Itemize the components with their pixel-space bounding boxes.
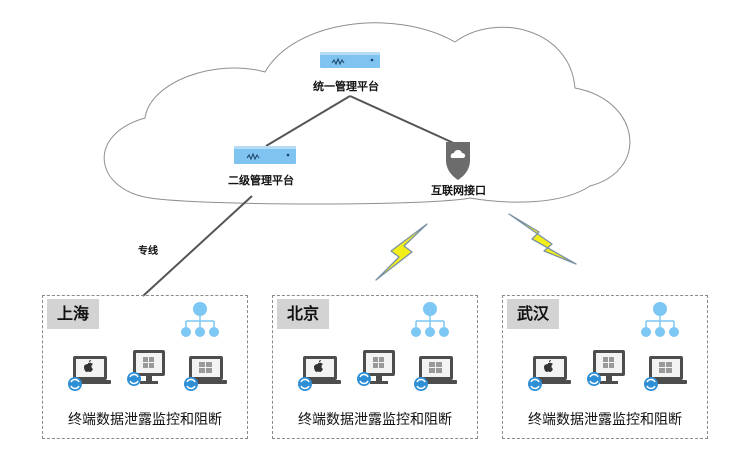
org-chart-icon [181, 302, 219, 337]
secondary-platform-label: 二级管理平台 [228, 174, 294, 187]
central-platform-label: 统一管理平台 [313, 80, 379, 93]
dedicated-line-label: 专线 [138, 246, 158, 257]
lightning-icon [375, 223, 428, 281]
windows-desktop-icon [127, 350, 165, 386]
site-beijing: 北京 终端数据泄露监控和阻断 [272, 295, 478, 439]
site-wuhan: 武汉 终端数据泄露监控和阻断 [502, 295, 708, 439]
site-caption: 终端数据泄露监控和阻断 [528, 412, 682, 428]
shield-cloud-icon [446, 142, 470, 180]
link-central-to-gateway [349, 95, 459, 146]
site-name: 上海 [47, 299, 100, 329]
mac-laptop-icon [528, 356, 571, 391]
link-central-to-secondary [265, 95, 351, 147]
windows-desktop-icon [357, 350, 395, 386]
server-icon [320, 52, 380, 68]
org-chart-icon [641, 302, 679, 337]
mac-laptop-icon [298, 356, 341, 391]
cloud-shape [103, 22, 631, 205]
site-caption: 终端数据泄露监控和阻断 [298, 412, 452, 428]
site-caption: 终端数据泄露监控和阻断 [68, 412, 222, 428]
org-chart-icon [411, 302, 449, 337]
windows-laptop-icon [644, 356, 687, 391]
windows-laptop-icon [414, 356, 457, 391]
site-name: 北京 [277, 299, 330, 329]
windows-laptop-icon [184, 356, 227, 391]
mac-laptop-icon [68, 356, 111, 391]
internet-gateway-label: 互联网接口 [431, 184, 486, 197]
site-name: 武汉 [507, 299, 560, 329]
dedicated-line [142, 195, 253, 297]
lightning-icon [508, 213, 577, 265]
windows-desktop-icon [587, 350, 625, 386]
server-icon [234, 146, 296, 164]
site-shanghai: 上海 终端数据泄露监控和阻断 [42, 295, 248, 439]
